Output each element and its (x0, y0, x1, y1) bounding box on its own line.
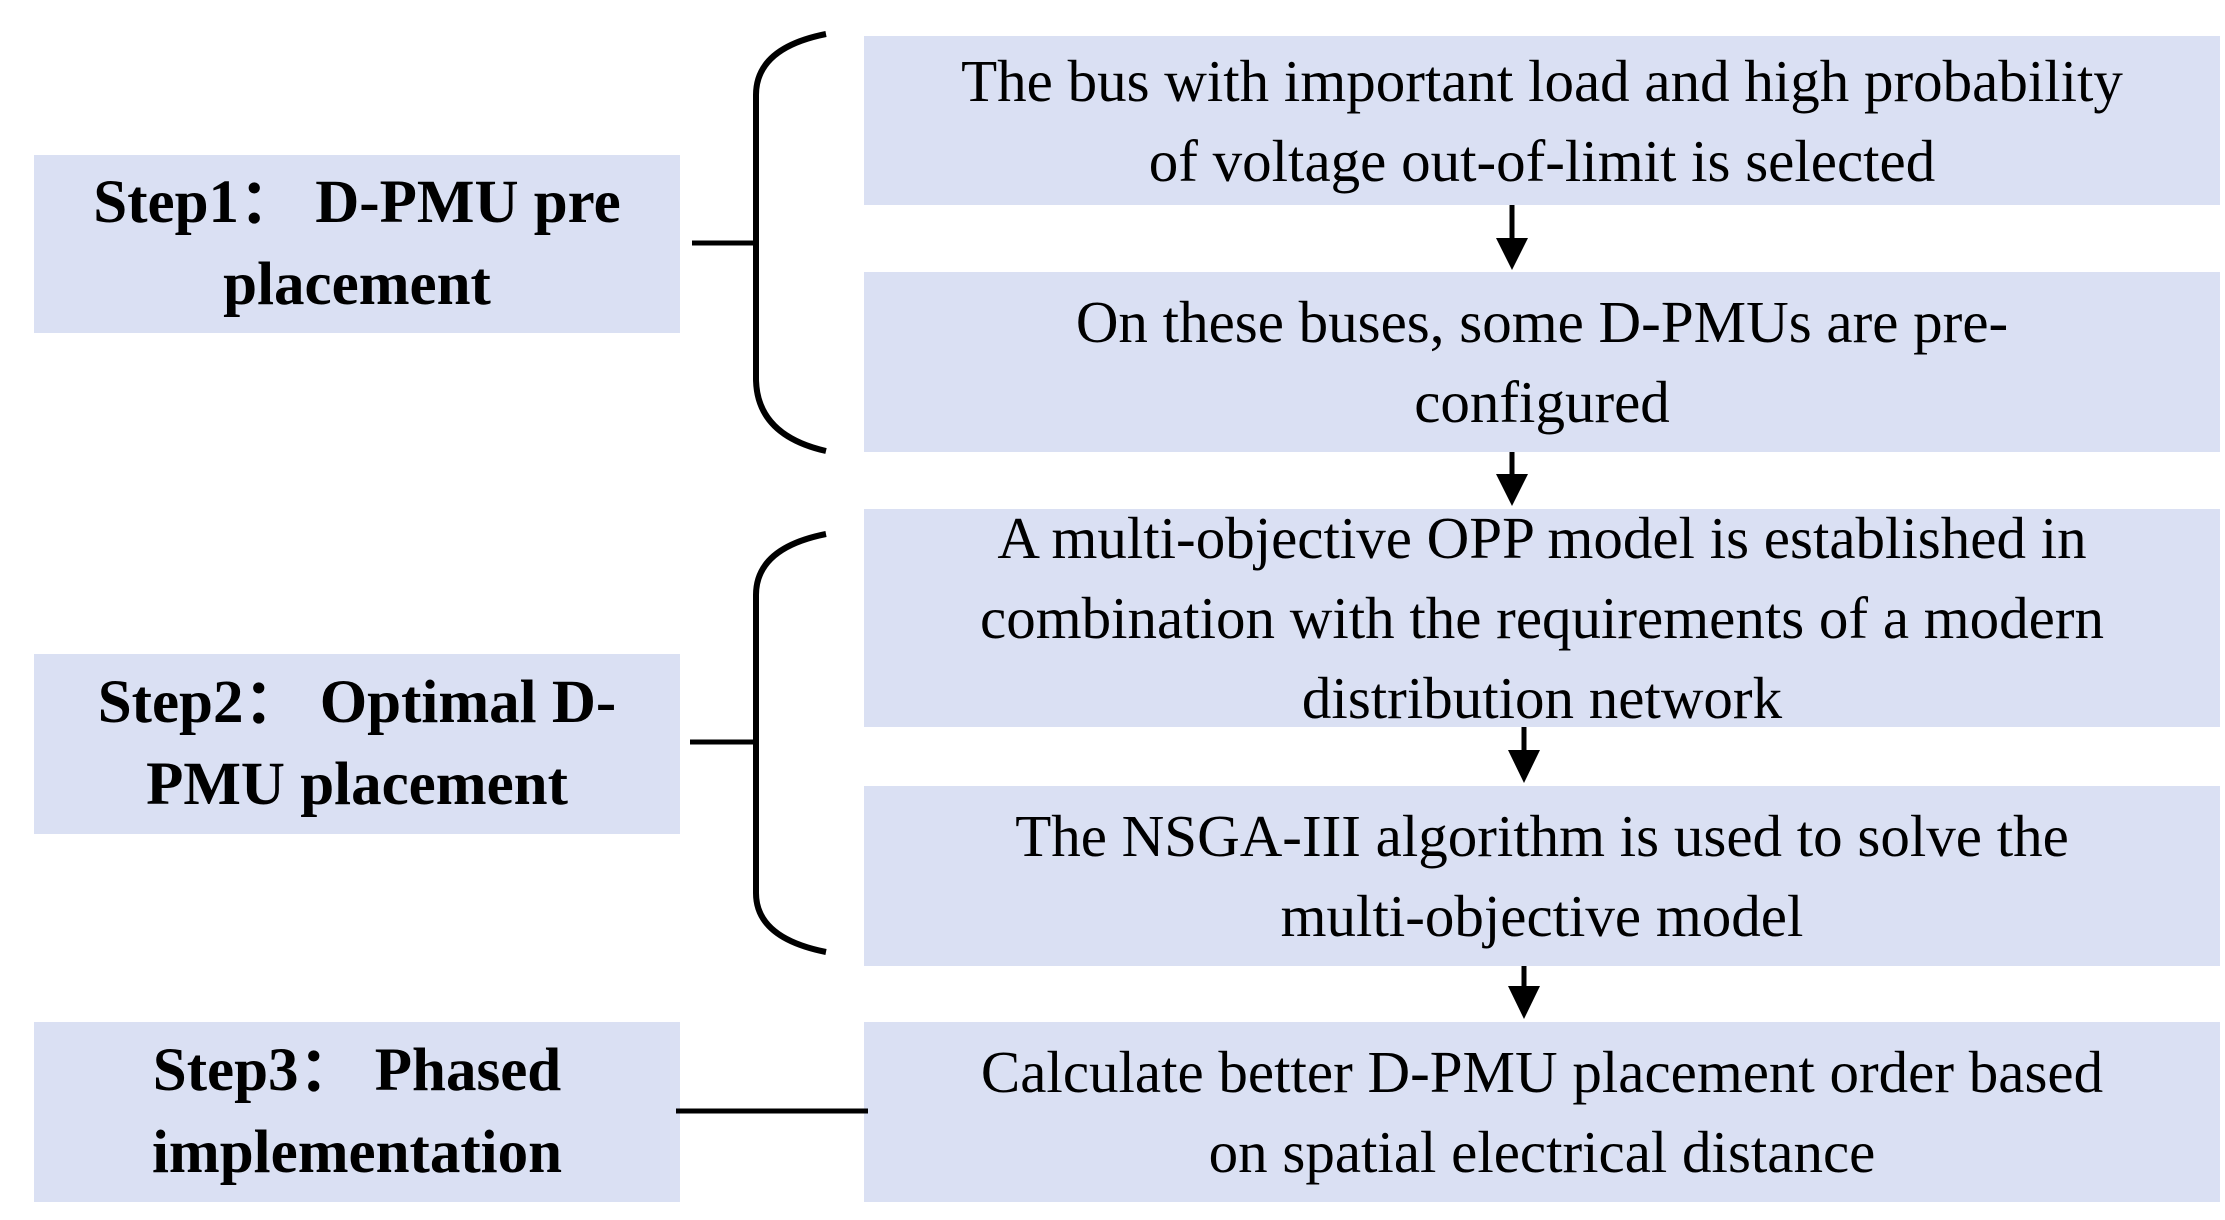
step2-label: Step2： Optimal D- PMU placement (97, 669, 617, 818)
step2-box: Step2： Optimal D- PMU placement (34, 654, 680, 834)
step2-brace (753, 531, 827, 955)
preconfigure-box: On these buses, some D-PMUs are pre- con… (864, 272, 2220, 452)
arrow-2 (1496, 452, 1528, 506)
arrow-1 (1496, 205, 1528, 270)
opp-model-box: A multi-objective OPP model is establish… (864, 505, 2220, 731)
step1-box: Step1： D-PMU pre placement (34, 155, 680, 333)
step1-label: Step1： D-PMU pre placement (93, 169, 621, 318)
placement-order-box: Calculate better D-PMU placement order b… (864, 1022, 2220, 1202)
step3-box: Step3： Phased implementation (34, 1022, 680, 1202)
select-bus-box: The bus with important load and high pro… (864, 36, 2220, 205)
opp-model-text: A multi-objective OPP model is establish… (980, 505, 2104, 731)
arrow-3 (1508, 727, 1540, 783)
step1-brace (753, 31, 827, 454)
select-bus-text: The bus with important load and high pro… (961, 47, 2123, 194)
placement-order-text: Calculate better D-PMU placement order b… (980, 1039, 2104, 1185)
nsga-box: The NSGA-III algorithm is used to solve … (864, 786, 2220, 966)
preconfigure-text: On these buses, some D-PMUs are pre- con… (1075, 289, 2009, 435)
step3-label: Step3： Phased implementation (151, 1037, 563, 1186)
arrow-4 (1508, 966, 1540, 1019)
nsga-text: The NSGA-III algorithm is used to solve … (1015, 803, 2069, 949)
